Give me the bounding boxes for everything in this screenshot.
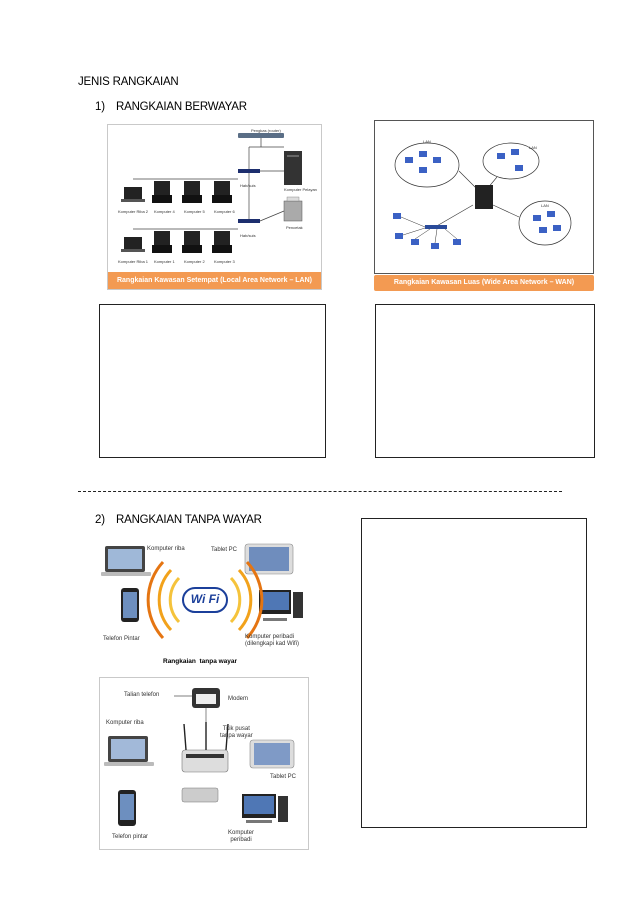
hub-icon	[238, 219, 260, 223]
ap-label-line2: tanpa wayar	[220, 733, 253, 739]
laptop1-label: Komputer Riba 1	[118, 259, 149, 264]
computer-icon	[184, 181, 200, 195]
ap-pc-label-line1: Komputer	[228, 830, 255, 836]
lan-network-graphic	[121, 133, 303, 253]
lan-answer-box[interactable]	[99, 304, 326, 458]
router-icon	[238, 133, 284, 138]
access-point-graphic	[104, 688, 295, 826]
page-heading: JENIS RANGKAIAN	[78, 76, 179, 88]
modem-label: Modem	[228, 696, 249, 702]
printer-icon	[283, 200, 303, 222]
computer-icon	[154, 231, 170, 245]
ap-pc-label: Komputer peribadi	[228, 830, 254, 844]
phone-line-label: Talian telefon	[124, 692, 160, 698]
pc2-label: Komputer 2	[184, 259, 205, 264]
ap-laptop-label: Komputer riba	[106, 720, 144, 726]
wifi-laptop-label: Komputer riba	[147, 546, 185, 552]
server-icon	[284, 151, 302, 185]
pc1-label: Komputer 1	[154, 259, 175, 264]
hub2-label: Hab/suis	[240, 233, 256, 238]
server-label: Komputer Pelayan	[284, 187, 317, 192]
wifi-phone-label: Telefon Pintar	[103, 636, 140, 642]
hub1-label: Hab/suis	[240, 183, 256, 188]
ap-label-line1: Titik pusat	[222, 726, 250, 732]
pc6-label: Komputer 6	[214, 209, 235, 214]
laptop2-label: Komputer Riba 2	[118, 209, 149, 214]
hub-icon	[238, 169, 260, 173]
access-point-icon	[181, 749, 229, 773]
ap-phone-label: Telefon pintar	[112, 834, 149, 840]
wan-lan-label: LAN	[529, 145, 537, 150]
wan-lan-label: LAN	[541, 203, 549, 208]
section2-title: RANGKAIAN TANPA WAYAR	[116, 514, 262, 526]
computer-icon	[214, 231, 230, 245]
computer-icon	[154, 181, 170, 195]
access-point-diagram: Talian telefon Modem Komputer riba Titik…	[99, 677, 309, 850]
ap-label: Titik pusat tanpa wayar	[220, 726, 253, 740]
pc4-label: Komputer 4	[154, 209, 175, 214]
central-router-icon	[475, 185, 493, 209]
section-divider	[78, 491, 562, 492]
laptop-icon	[124, 237, 142, 249]
wan-diagram: LAN LAN LAN Rangkaian Kawasan Luas (Wide…	[374, 120, 594, 296]
ap-tablet-label: Tablet PC	[270, 774, 297, 780]
computer-icon	[184, 231, 200, 245]
router-label: Pengkas (router)	[251, 128, 281, 133]
computer-icon	[214, 181, 230, 195]
wifi-logo-text: Wi Fi	[190, 592, 220, 606]
ap-pc-label-line2: peribadi	[230, 837, 252, 843]
wifi-tablet-label: Tablet PC	[211, 547, 238, 553]
section1-title: RANGKAIAN BERWAYAR	[116, 101, 247, 113]
tablet-icon	[181, 787, 219, 803]
wan-caption: Rangkaian Kawasan Luas (Wide Area Networ…	[374, 275, 594, 291]
printer-label: Pencetak	[286, 225, 303, 230]
section2-number: 2)	[95, 514, 105, 526]
wifi-desktop-label-line2: (dilengkapi kad Wifi)	[245, 641, 300, 647]
laptop-icon	[124, 187, 142, 199]
lan-diagram: Pengkas (router) Hab/suis Hab/suis Kompu…	[107, 124, 322, 290]
wan-network-graphic	[393, 142, 572, 249]
lan-caption: Rangkaian Kawasan Setempat (Local Area N…	[108, 272, 321, 289]
wan-lan-label: LAN	[423, 139, 431, 144]
wireless-answer-box[interactable]	[361, 518, 587, 828]
pc3-label: Komputer 3	[214, 259, 235, 264]
wan-answer-box[interactable]	[375, 304, 595, 458]
wifi-diagram: Wi Fi Komputer riba Tablet PC Telefon Pi…	[95, 538, 315, 668]
pc5-label: Komputer 5	[184, 209, 205, 214]
wifi-desktop-label-line1: Komputer peribadi	[245, 634, 295, 640]
wifi-caption: Rangkaian tanpa wayar	[163, 658, 238, 665]
wifi-desktop-label: Komputer peribadi (dilengkapi kad Wifi)	[245, 634, 299, 648]
wifi-graphic	[101, 543, 303, 640]
section1-number: 1)	[95, 101, 105, 113]
wifi-logo-icon	[182, 587, 228, 613]
